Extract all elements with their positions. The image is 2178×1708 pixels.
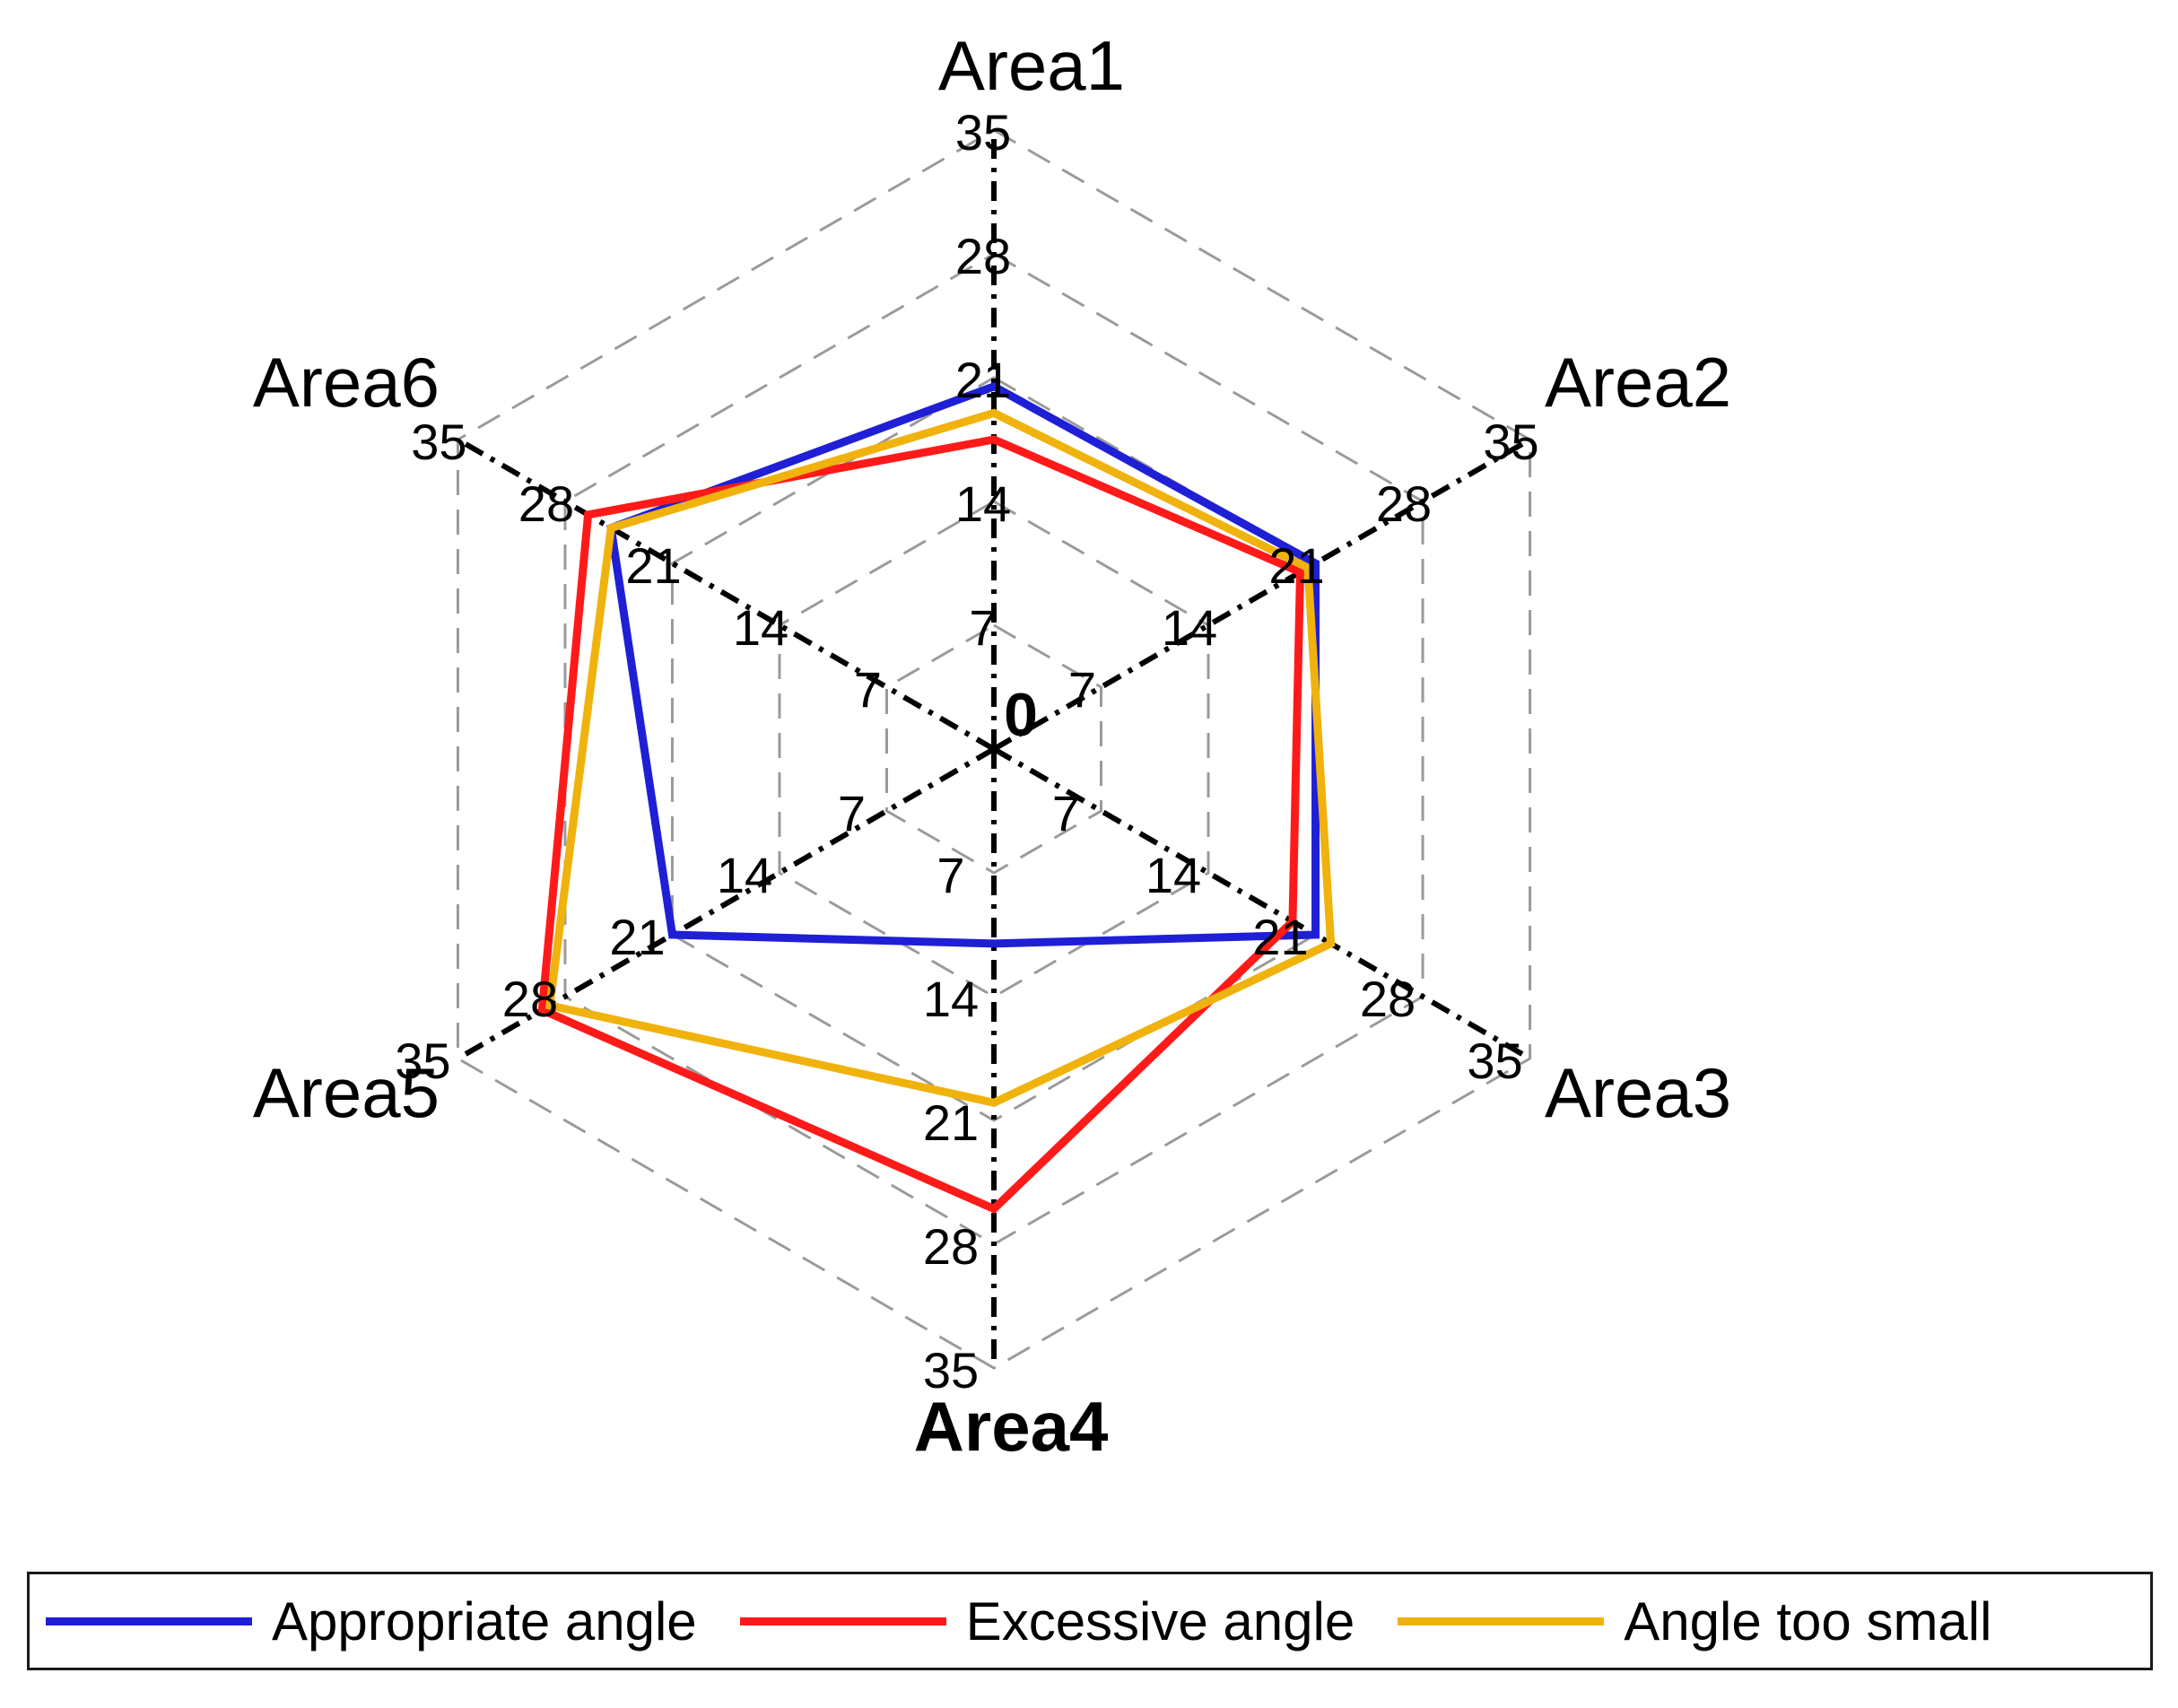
category-label-area2: Area2 (1545, 343, 1731, 422)
center-tick-label: 0 (1004, 681, 1038, 749)
tick-label-area6-21: 21 (625, 537, 681, 594)
tick-label-area1-21: 21 (955, 352, 1011, 408)
legend-item-appropriate-angle: Appropriate angle (46, 1590, 697, 1652)
legend-swatch-angle-too-small (1398, 1616, 1605, 1625)
legend-label-appropriate-angle: Appropriate angle (272, 1590, 697, 1651)
tick-label-area4-7: 7 (937, 847, 964, 903)
series-line-excessive-angle (537, 435, 1305, 1214)
tick-label-area2-7: 7 (1068, 661, 1096, 718)
grid-ring-14 (778, 500, 1210, 998)
category-label-area1: Area1 (938, 26, 1125, 105)
legend-label-excessive-angle: Excessive angle (965, 1590, 1355, 1651)
series-line-angle-too-small (544, 408, 1336, 1108)
tick-label-area3-28: 28 (1360, 971, 1416, 1027)
tick-label-area2-14: 14 (1162, 599, 1217, 656)
tick-label-area5-35: 35 (395, 1033, 450, 1089)
tick-label-area1-14: 14 (955, 475, 1011, 532)
axis-area2 (992, 437, 1532, 752)
tick-label-area1-28: 28 (955, 228, 1011, 284)
grid-ring-35 (456, 128, 1532, 1370)
tick-label-area2-35: 35 (1483, 414, 1538, 470)
tick-label-area2-21: 21 (1268, 537, 1324, 594)
tick-label-area5-14: 14 (717, 847, 772, 903)
legend-label-angle-too-small: Angle too small (1624, 1590, 1992, 1651)
tick-label-area1-35: 35 (955, 104, 1011, 161)
tick-label-area6-14: 14 (733, 599, 788, 656)
legend-item-angle-too-small: Angle too small (1398, 1590, 1991, 1652)
tick-label-area6-7: 7 (854, 661, 882, 718)
legend: Appropriate angle Excessive angle Angle … (27, 1572, 2153, 1670)
tick-label-area3-21: 21 (1252, 909, 1308, 965)
radar-series (537, 381, 1336, 1214)
tick-label-area1-7: 7 (969, 599, 997, 656)
legend-item-excessive-angle: Excessive angle (739, 1590, 1355, 1652)
category-label-area4: Area4 (914, 1387, 1109, 1466)
tick-label-area3-14: 14 (1146, 847, 1201, 903)
radial-tick-labels: 7 14 21 28 35 7 14 21 28 35 7 14 21 28 35 7 14 21 28 35 7 14 2… (395, 104, 1538, 1399)
axis-area6 (456, 437, 996, 752)
tick-label-area3-7: 7 (1052, 785, 1080, 841)
tick-label-area2-28: 28 (1376, 475, 1432, 532)
tick-label-area5-21: 21 (609, 909, 665, 965)
axis-area3 (992, 746, 1532, 1061)
legend-swatch-appropriate-angle (46, 1616, 252, 1625)
tick-label-area5-28: 28 (502, 971, 558, 1027)
tick-label-area6-35: 35 (411, 414, 466, 470)
category-label-area5: Area5 (253, 1053, 440, 1132)
tick-label-area5-7: 7 (838, 785, 866, 841)
tick-label-area4-35: 35 (923, 1342, 979, 1399)
radar-axes (456, 130, 1532, 1368)
radar-chart: 7 14 21 28 35 7 14 21 28 35 7 14 21 28 35 7 14 21 28 35 7 14 2… (253, 26, 1731, 1466)
category-label-area6: Area6 (253, 343, 440, 422)
tick-label-area4-14: 14 (923, 971, 979, 1027)
tick-label-area3-35: 35 (1467, 1033, 1522, 1089)
tick-label-area6-28: 28 (518, 475, 574, 532)
legend-swatch-excessive-angle (739, 1616, 946, 1625)
tick-label-area4-21: 21 (923, 1094, 979, 1151)
grid-ring-7 (884, 623, 1103, 875)
tick-label-area4-28: 28 (923, 1218, 979, 1275)
category-label-area3: Area3 (1545, 1053, 1731, 1132)
